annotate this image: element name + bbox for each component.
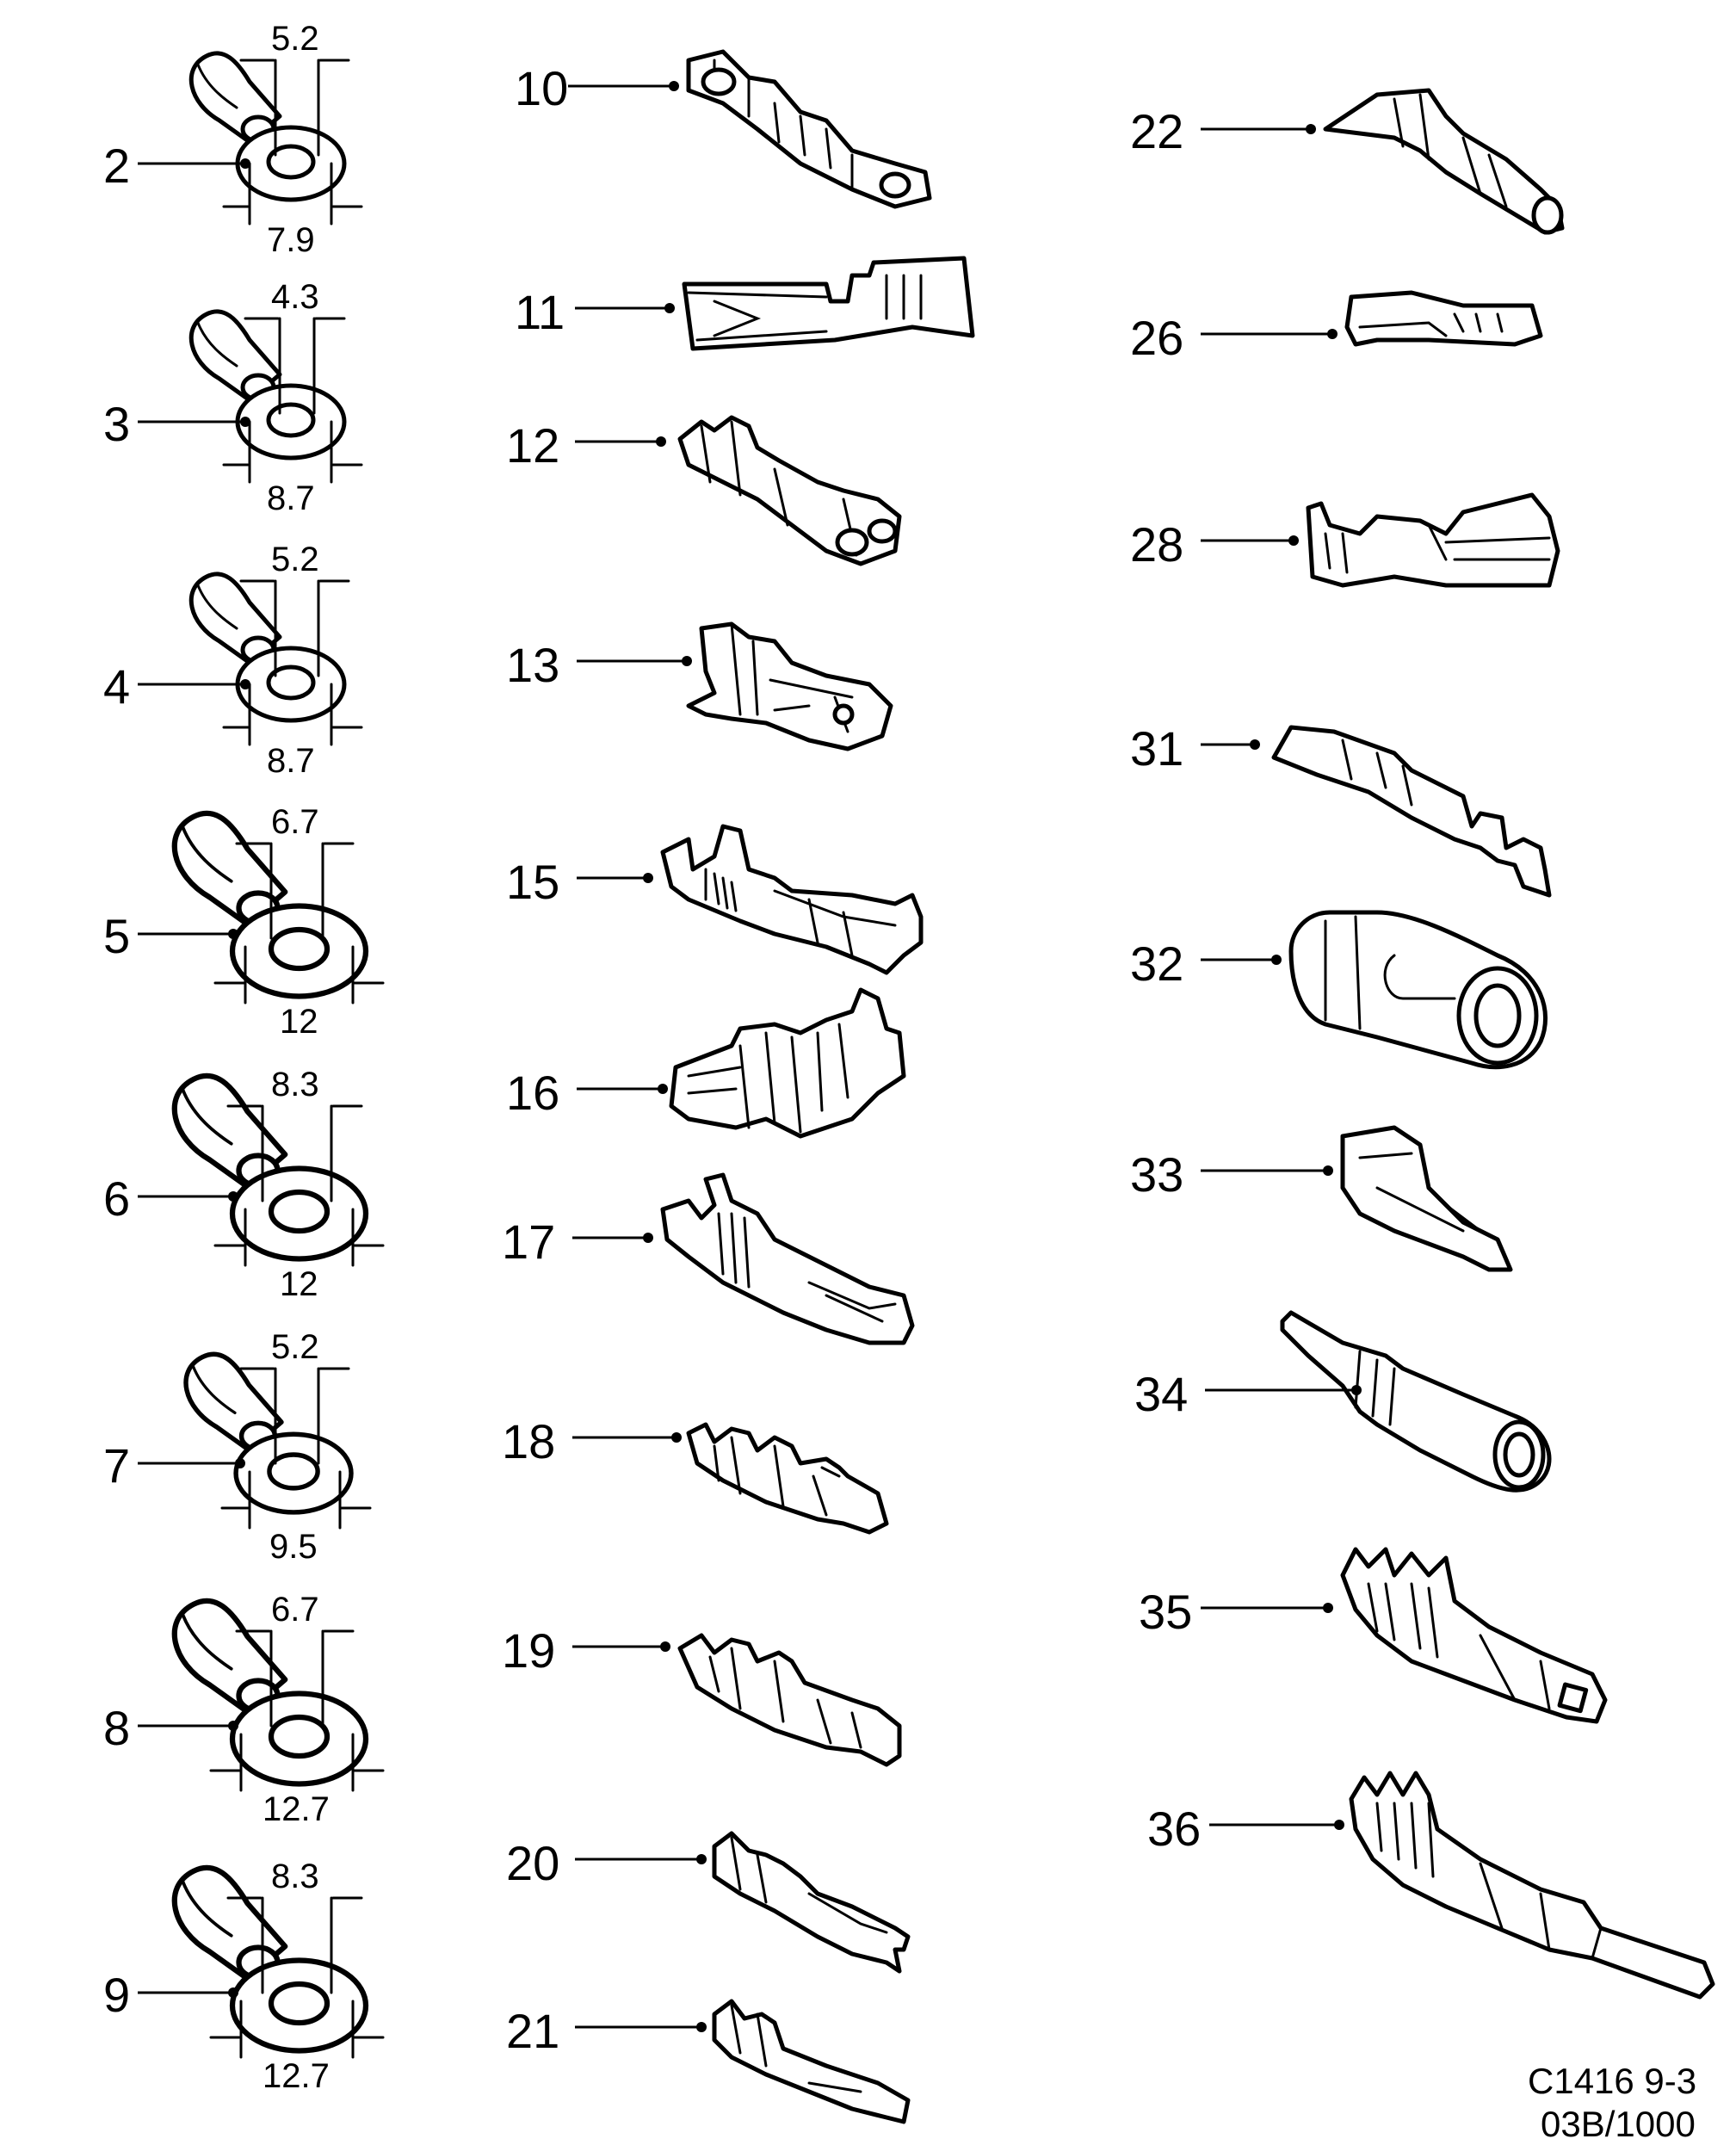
- terminal-18: 18: [502, 1414, 889, 1535]
- terminal-number: 21: [506, 2004, 559, 2058]
- terminal-number: 22: [1130, 104, 1183, 158]
- terminal-number: 15: [506, 855, 559, 909]
- terminal-12: 12: [506, 415, 902, 566]
- terminal-11: 11: [515, 256, 975, 351]
- terminal-31: 31: [1130, 721, 1552, 898]
- inner-diameter: 5.2: [271, 541, 319, 578]
- terminal-22: 22: [1130, 88, 1565, 235]
- terminal-34: 34: [1134, 1310, 1552, 1493]
- inner-diameter: 5.2: [271, 1328, 319, 1366]
- terminal-16: 16: [506, 987, 906, 1139]
- terminal-17: 17: [502, 1172, 915, 1345]
- terminal-21: 21: [506, 1999, 911, 2124]
- terminal-35: 35: [1139, 1547, 1608, 1724]
- terminal-number: 28: [1130, 517, 1183, 572]
- terminal-26: 26: [1130, 290, 1543, 365]
- terminal-15: 15: [506, 824, 924, 975]
- ring-terminal-number: 7: [103, 1438, 130, 1493]
- ring-terminal-number: 2: [103, 139, 130, 193]
- ring-terminal-8: 8 6.7 12.7: [103, 1591, 385, 1828]
- terminal-number: 36: [1147, 1802, 1201, 1856]
- terminal-28: 28: [1130, 492, 1560, 588]
- terminal-number: 13: [506, 638, 559, 692]
- outer-diameter: 8.7: [267, 479, 315, 517]
- drawing-code-line-2: 03B/1000: [1541, 2104, 1696, 2144]
- terminal-33: 33: [1130, 1125, 1513, 1272]
- terminal-10: 10: [515, 49, 932, 209]
- outer-diameter: 12: [280, 1265, 318, 1303]
- terminal-number: 19: [502, 1623, 555, 1678]
- ring-terminal-number: 6: [103, 1171, 130, 1226]
- terminal-13: 13: [506, 621, 893, 751]
- drawing-code-line-1: C1416 9-3: [1528, 2061, 1696, 2101]
- outer-diameter: 7.9: [267, 221, 315, 259]
- terminal-20: 20: [506, 1831, 911, 1974]
- inner-diameter: 6.7: [271, 803, 319, 841]
- ring-terminal-6: 6 8.3 12: [103, 1066, 385, 1303]
- terminal-number: 17: [502, 1215, 555, 1269]
- inner-diameter: 8.3: [271, 1066, 319, 1103]
- terminal-19: 19: [502, 1623, 902, 1767]
- outer-diameter: 12.7: [263, 1790, 330, 1828]
- ring-terminal-3: 3 4.3 8.7: [103, 278, 363, 517]
- ring-terminal-number: 5: [103, 909, 130, 963]
- ring-terminal-2: 2 5.2 7.9: [103, 20, 363, 259]
- terminal-number: 26: [1130, 311, 1183, 365]
- terminal-number: 10: [515, 61, 568, 115]
- ring-terminal-number: 3: [103, 397, 130, 451]
- outer-diameter: 8.7: [267, 742, 315, 780]
- ring-terminal-number: 4: [103, 659, 130, 714]
- terminal-number: 34: [1134, 1367, 1188, 1421]
- outer-diameter: 9.5: [269, 1528, 318, 1566]
- inner-diameter: 5.2: [271, 20, 319, 58]
- ring-terminal-4: 4 5.2 8.7: [103, 541, 363, 780]
- terminal-number: 31: [1130, 721, 1183, 776]
- ring-terminal-5: 5 6.7 12: [103, 803, 385, 1041]
- ring-terminal-9: 9 8.3 12.7: [103, 1858, 385, 2095]
- ring-terminal-7: 7 5.2 9.5: [103, 1328, 372, 1566]
- inner-diameter: 4.3: [271, 278, 319, 316]
- terminal-number: 32: [1130, 937, 1183, 991]
- ring-terminal-number: 9: [103, 1968, 130, 2022]
- ring-terminal-number: 8: [103, 1701, 130, 1755]
- inner-diameter: 8.3: [271, 1858, 319, 1895]
- outer-diameter: 12.7: [263, 2057, 330, 2095]
- terminal-32: 32: [1130, 910, 1548, 1070]
- inner-diameter: 6.7: [271, 1591, 319, 1629]
- terminal-number: 20: [506, 1836, 559, 1890]
- outer-diameter: 12: [280, 1003, 318, 1041]
- terminal-number: 12: [506, 418, 559, 473]
- terminal-36: 36: [1147, 1771, 1715, 2000]
- terminal-number: 11: [515, 285, 565, 339]
- terminal-number: 35: [1139, 1585, 1192, 1639]
- terminal-number: 33: [1130, 1147, 1183, 1202]
- terminal-number: 16: [506, 1066, 559, 1120]
- terminal-number: 18: [502, 1414, 555, 1468]
